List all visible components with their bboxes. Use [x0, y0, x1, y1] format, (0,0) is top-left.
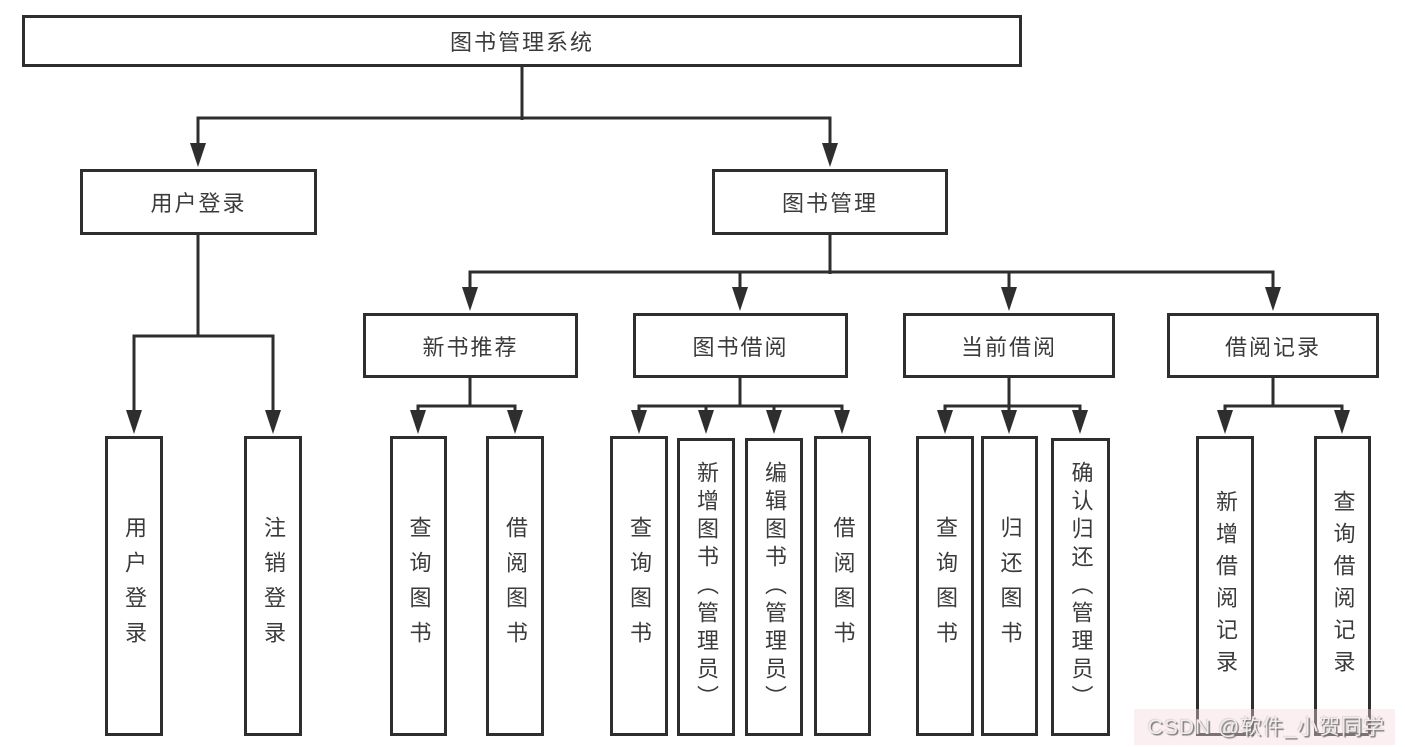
leaf-bb-borrow-books: 借阅图书	[814, 436, 871, 736]
leaf-nbr-borrow-books: 借阅图书	[486, 436, 544, 736]
leaf-bb-query-books-label: 查询图书	[627, 516, 652, 656]
leaf-br-query-record-label: 查询借阅记录	[1330, 490, 1356, 682]
leaf-nbr-query-books: 查询图书	[390, 436, 447, 736]
node-borrow-records-label: 借阅记录	[1224, 334, 1321, 360]
leaf-br-query-record: 查询借阅记录	[1314, 436, 1371, 736]
leaf-bb-borrow-books-label: 借阅图书	[830, 516, 856, 656]
leaf-bb-add-book: 新增图书（管理员）	[677, 438, 735, 736]
node-borrow-records: 借阅记录	[1167, 313, 1379, 378]
node-root-label: 图书管理系统	[449, 30, 594, 55]
arrowheads	[126, 143, 1350, 434]
node-user-login: 用户登录	[80, 169, 317, 235]
leaf-cb-query-books: 查询图书	[916, 436, 974, 736]
leaf-br-add-record: 新增借阅记录	[1196, 436, 1254, 736]
node-root: 图书管理系统	[22, 15, 1022, 67]
leaf-cb-return-books: 归还图书	[981, 436, 1038, 736]
leaf-cb-confirm-return-label: 确认归还（管理员）	[1068, 461, 1094, 713]
leaf-bb-edit-book: 编辑图书（管理员）	[745, 438, 803, 736]
leaf-bb-edit-book-label: 编辑图书（管理员）	[762, 461, 787, 713]
leaf-logout-login: 注销登录	[244, 436, 302, 736]
node-book-management: 图书管理	[712, 169, 948, 235]
node-user-login-label: 用户登录	[150, 191, 247, 216]
leaf-nbr-borrow-books-label: 借阅图书	[503, 516, 528, 656]
node-new-book-recommend-label: 新书推荐	[422, 334, 519, 360]
node-book-management-label: 图书管理	[781, 191, 878, 216]
node-new-book-recommend: 新书推荐	[363, 313, 578, 378]
csdn-watermark: CSDN @软件_小贺同学	[1133, 709, 1395, 745]
leaf-bb-add-book-label: 新增图书（管理员）	[694, 461, 719, 713]
node-book-borrow: 图书借阅	[633, 313, 848, 378]
leaf-user-login-label: 用户登录	[122, 516, 147, 656]
leaf-logout-login-label: 注销登录	[261, 516, 286, 656]
node-current-borrow: 当前借阅	[903, 313, 1115, 378]
leaf-cb-return-books-label: 归还图书	[997, 516, 1023, 656]
leaf-br-add-record-label: 新增借阅记录	[1213, 490, 1238, 682]
node-current-borrow-label: 当前借阅	[960, 334, 1057, 360]
leaf-user-login: 用户登录	[105, 436, 163, 736]
node-book-borrow-label: 图书借阅	[692, 334, 789, 360]
leaf-cb-query-books-label: 查询图书	[933, 516, 958, 656]
leaf-cb-confirm-return: 确认归还（管理员）	[1051, 438, 1110, 736]
leaf-nbr-query-books-label: 查询图书	[406, 516, 432, 656]
leaf-bb-query-books: 查询图书	[610, 436, 668, 736]
